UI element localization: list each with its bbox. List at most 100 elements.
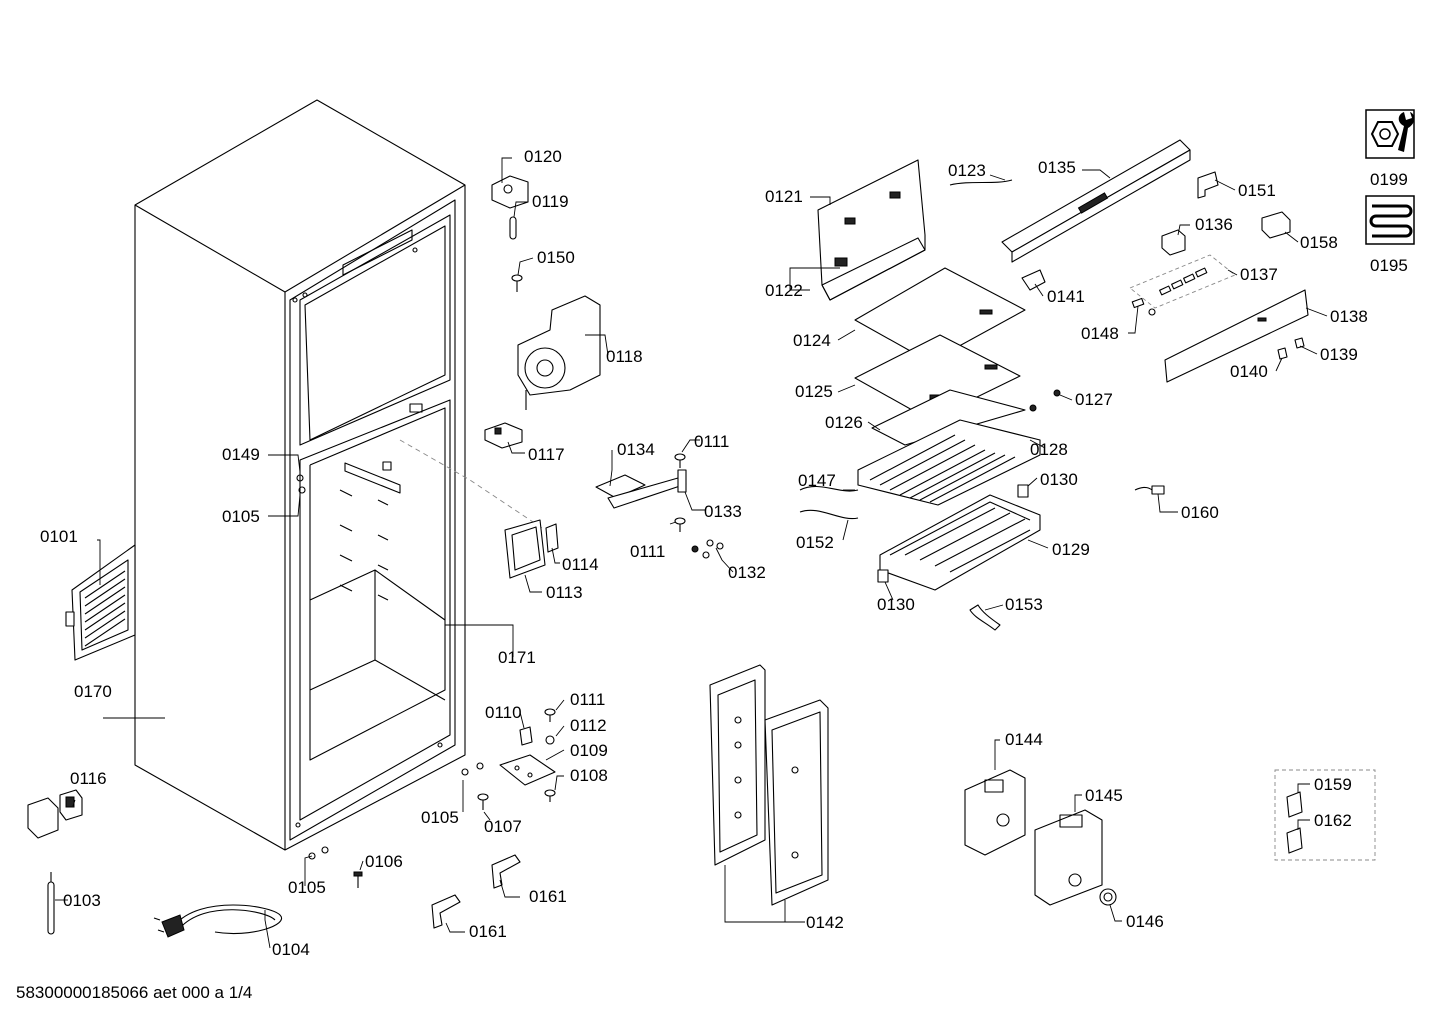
label-0153: 0153 [1005, 595, 1043, 614]
part-0161-bracket-b [431, 894, 461, 929]
label-0132: 0132 [728, 563, 766, 582]
label-0135: 0135 [1038, 158, 1076, 177]
part-0121-evaporator-cover [817, 159, 926, 301]
shelf-supports [339, 489, 389, 601]
part-0113-lamp-cover [504, 519, 546, 579]
label-0134: 0134 [617, 440, 655, 459]
part-0105-caps-lower [461, 762, 484, 776]
label-0139: 0139 [1320, 345, 1358, 364]
label-0146: 0146 [1126, 912, 1164, 931]
label-0107: 0107 [484, 817, 522, 836]
label-0133: 0133 [704, 502, 742, 521]
label-0162: 0162 [1314, 811, 1352, 830]
label-0109: 0109 [570, 741, 608, 760]
part-0127-screw [1053, 389, 1061, 397]
label-0119: 0119 [532, 192, 569, 211]
label-0160: 0160 [1181, 503, 1219, 522]
part-0135-control-housing [1001, 139, 1191, 263]
leader-lines [55, 157, 1328, 949]
label-0130: 0130 [1040, 470, 1078, 489]
part-0138-front-strip [1164, 289, 1309, 383]
wrench-nut-icon [1365, 109, 1415, 159]
part-0142-duct-cover [709, 664, 829, 906]
label-0121: 0121 [765, 187, 803, 206]
label-0129: 0129 [1052, 540, 1090, 559]
label-0122: 0122 [765, 281, 803, 300]
part-0104-power-cord [153, 904, 283, 938]
part-0107-screw [477, 793, 489, 810]
part-0128-evaporator-coil [857, 419, 1041, 506]
part-0108-screw [544, 789, 556, 802]
part-0146-knob [1099, 888, 1117, 906]
label-0142: 0142 [806, 913, 844, 932]
part-0137-buttons [1129, 254, 1236, 309]
part-0130-pad-a [1017, 484, 1029, 498]
label-0124: 0124 [793, 331, 831, 350]
part-0114-clip [545, 523, 559, 553]
label-0136: 0136 [1195, 215, 1233, 234]
label-0159: 0159 [1314, 775, 1352, 794]
part-0140-clip [1277, 347, 1288, 360]
label-0114: 0114 [562, 555, 599, 574]
label-0138: 0138 [1330, 307, 1368, 326]
label-0111: 0111 [570, 690, 605, 709]
part-0116-relay [27, 789, 83, 839]
label-0118: 0118 [606, 347, 643, 366]
part-0139-clip [1294, 337, 1305, 349]
part-0103-sensor [47, 872, 55, 935]
part-0147-heater-wire [799, 485, 859, 492]
label-0152: 0152 [796, 533, 834, 552]
part-0153-drain-pipe [969, 604, 1001, 631]
label-0116: 0116 [70, 769, 107, 788]
part-0158-switch [1261, 211, 1291, 239]
part-0162-label [1286, 827, 1303, 854]
label-0108: 0108 [570, 766, 608, 785]
label-0104: 0104 [272, 940, 310, 959]
label-0112: 0112 [570, 716, 607, 735]
label-0149: 0149 [222, 445, 260, 464]
part-0129-drain-tray [879, 494, 1041, 591]
label-0161: 0161 [529, 887, 567, 906]
label-0151: 0151 [1238, 181, 1276, 200]
label-0105: 0105 [421, 808, 459, 827]
part-0144-thermostat-housing [964, 769, 1026, 856]
label-0145: 0145 [1085, 786, 1123, 805]
label-0113: 0113 [546, 583, 583, 602]
part-0161-bracket-a [491, 854, 521, 889]
heating-coil-icon [1365, 195, 1415, 245]
part-0112-washer [545, 735, 555, 745]
label-0140: 0140 [1230, 362, 1268, 381]
label-0117: 0117 [528, 445, 565, 464]
part-0120-hinge-cover [491, 175, 529, 209]
label-0199: 0199 [1370, 170, 1408, 189]
document-id: 58300000185066 aet 000 a 1/4 [16, 983, 252, 1002]
label-0141: 0141 [1047, 287, 1085, 306]
part-0118-fan-duct [517, 295, 601, 410]
label-0127: 0127 [1075, 390, 1113, 409]
label-0126: 0126 [825, 413, 863, 432]
part-0152-heater-wire [799, 509, 859, 520]
label-0123: 0123 [948, 161, 986, 180]
label-0195: 0195 [1370, 256, 1408, 275]
part-0117-switch [484, 422, 523, 449]
part-0130-pad-b [877, 569, 889, 583]
label-0130: 0130 [877, 595, 915, 614]
label-0125: 0125 [795, 382, 833, 401]
label-0106: 0106 [365, 852, 403, 871]
part-0132-bolts [691, 539, 724, 559]
label-0111: 0111 [694, 432, 729, 451]
part-0106-screw [353, 871, 363, 888]
label-0144: 0144 [1005, 730, 1043, 749]
label-0101: 0101 [40, 527, 78, 546]
part-0111-screws [544, 453, 686, 722]
part-0127-screw-b [1029, 404, 1037, 412]
part-0148-spring [1131, 297, 1156, 316]
part-0126-plate [871, 389, 1026, 446]
part-0110-bracket [519, 726, 533, 746]
label-0105: 0105 [222, 507, 260, 526]
label-0128: 0128 [1030, 440, 1068, 459]
label-0137: 0137 [1240, 265, 1278, 284]
label-0148: 0148 [1081, 324, 1119, 343]
kit-0159-0162-box [1274, 769, 1376, 861]
